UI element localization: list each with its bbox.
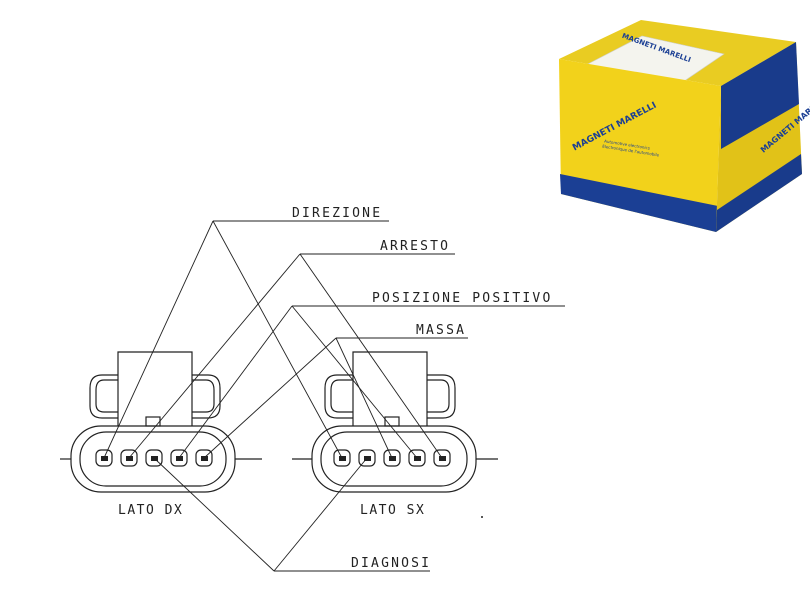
pin-dx-4 [170,449,188,467]
connector-lato-sx-inner [320,431,468,487]
pin-sx-3-mark [389,456,396,461]
connector-lato-dx-housing [117,351,193,426]
connector-lato-dx-key [145,416,161,427]
pin-dx-4-mark [176,456,183,461]
caption-lato-dx: LATO DX [118,503,184,518]
connector-lato-sx-key [384,416,400,427]
product-box-shape [559,20,802,232]
pin-sx-4 [408,449,426,467]
pin-dx-1 [95,449,113,467]
box-front-band [560,174,718,232]
connector-lato-sx [292,351,498,493]
pin-sx-1 [333,449,351,467]
pin-sx-1-mark [339,456,346,461]
connector-lato-sx-latch-left [324,374,353,419]
box-right-shade [716,42,802,232]
connector-lato-dx [60,351,262,493]
pin-sx-2-mark [364,456,371,461]
connector-lato-sx-latch-right [427,374,456,419]
connector-lato-dx-latch-right-inner [192,379,215,413]
pin-dx-5-mark [201,456,208,461]
label-massa: MASSA [416,323,467,338]
connector-lato-sx-latch-right-inner [427,379,450,413]
pin-marks [101,456,446,461]
connector-lato-dx-latch-left-inner [95,379,118,413]
leader-diagnosi-dx [153,457,275,572]
pin-sx-2 [358,449,376,467]
stray-dot [481,516,483,518]
leader-posizione-sx [291,305,418,459]
leader-diagnosi-sx [273,457,368,572]
connector-lato-sx-latch-left-inner [330,379,353,413]
pin-dx-2 [120,449,138,467]
connector-lato-sx-housing [352,351,428,426]
leader-massa-dx [203,337,337,459]
label-posizione-positivo: POSIZIONE POSITIVO [372,291,553,306]
leader-direzione-sx [212,220,343,459]
box-right-band [721,42,799,149]
label-diagnosi: DIAGNOSI [351,556,432,571]
connector-lato-dx-latch-left [89,374,118,419]
pin-dx-2-mark [126,456,133,461]
label-direzione: DIREZIONE [292,206,383,221]
product-box: MAGNETI MARELLI Automotive electronics E… [556,14,810,239]
pin-dx-5 [195,449,213,467]
pin-sx-3 [383,449,401,467]
pin-dx-1-mark [101,456,108,461]
box-right-band-low [716,154,802,232]
pin-sx-4-mark [414,456,421,461]
leader-posizione-dx [178,305,293,459]
pin-sx-5-mark [439,456,446,461]
leader-arresto-dx [128,253,301,459]
leader-arresto-sx [299,253,443,459]
pin-sx-5 [433,449,451,467]
connector-lato-dx-inner [79,431,227,487]
pin-dx-3 [145,449,163,467]
label-arresto: ARRESTO [380,239,451,254]
connector-lato-dx-latch-right [192,374,221,419]
leader-direzione-dx [103,220,214,459]
caption-lato-sx: LATO SX [360,503,426,518]
leader-massa-sx [335,337,393,459]
